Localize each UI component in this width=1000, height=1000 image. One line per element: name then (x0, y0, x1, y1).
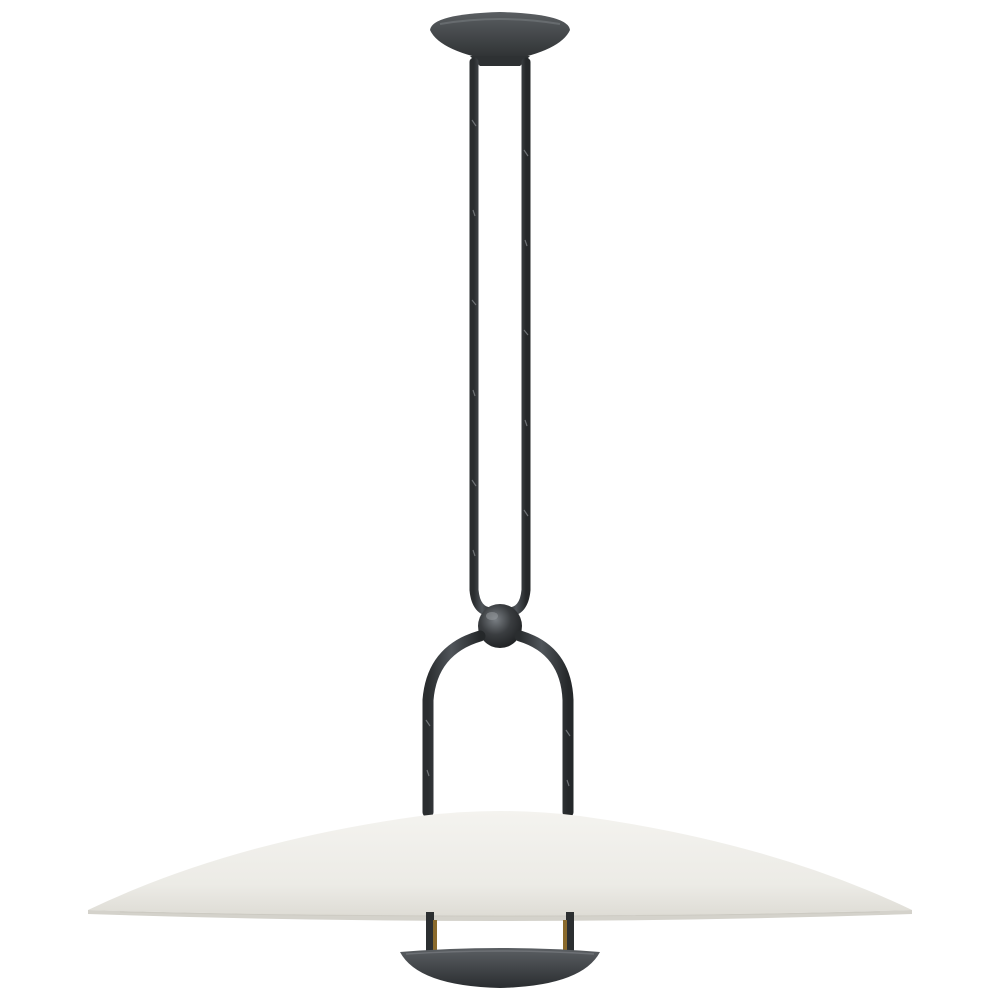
lower-arch-arm (422, 630, 574, 818)
lamp-shade (88, 811, 912, 921)
ceiling-canopy (430, 12, 570, 66)
diffuser-bowl (400, 948, 600, 988)
suspension-rods (469, 57, 531, 617)
lower-stems (426, 912, 574, 952)
ball-joint (478, 604, 522, 648)
